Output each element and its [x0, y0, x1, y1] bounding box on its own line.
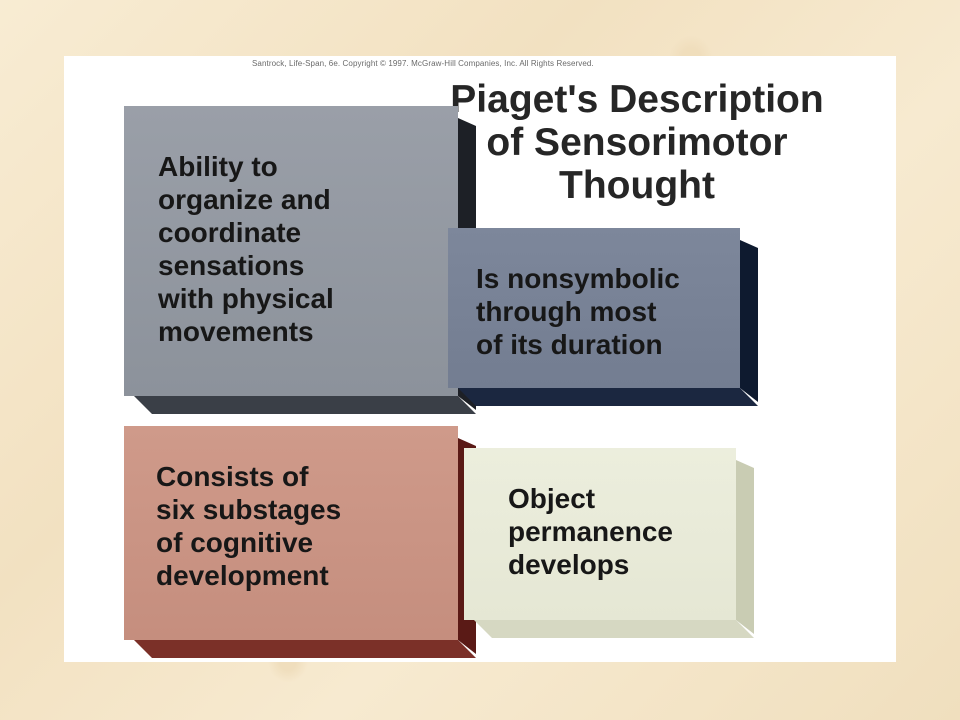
box-text: Consists of six substages of cognitive d… — [156, 460, 341, 592]
box-six-substages: Consists of six substages of cognitive d… — [124, 426, 458, 640]
box-text: Is nonsymbolic through most of its durat… — [476, 262, 680, 361]
box-nonsymbolic: Is nonsymbolic through most of its durat… — [448, 228, 740, 388]
box-bottom-shading — [474, 620, 754, 638]
title-line: Thought — [559, 164, 715, 207]
slide-title: Piaget's Description of Sensorimotor Tho… — [422, 78, 852, 207]
box-text-line: Consists of — [156, 461, 309, 492]
box-face — [448, 228, 740, 388]
box-face — [124, 426, 458, 640]
box-text-line: of its duration — [476, 329, 663, 360]
box-bottom-shading — [458, 388, 758, 406]
box-organize-sensations: Ability to organize and coordinate sensa… — [124, 106, 458, 396]
box-text-line: permanence — [508, 516, 673, 547]
box-bottom-shading — [134, 640, 476, 658]
box-text-line: coordinate — [158, 217, 302, 248]
box-text-line: organize and — [158, 184, 331, 215]
title-line: of Sensorimotor — [486, 121, 788, 164]
box-text-line: six substages — [156, 494, 342, 525]
box-object-permanence: Object permanence develops — [464, 448, 736, 620]
slide-panel: Santrock, Life-Span, 6e. Copyright © 199… — [64, 56, 896, 662]
box-text-line: development — [156, 560, 329, 591]
box-text-line: sensations — [158, 250, 305, 281]
title-line: Piaget's Description — [450, 78, 824, 121]
box-text: Ability to organize and coordinate sensa… — [158, 150, 334, 348]
box-text-line: Ability to — [158, 151, 278, 182]
box-text: Object permanence develops — [508, 482, 673, 581]
box-face — [124, 106, 458, 396]
box-text-line: of cognitive — [156, 527, 314, 558]
box-text-line: with physical — [158, 283, 334, 314]
copyright-notice: Santrock, Life-Span, 6e. Copyright © 199… — [252, 59, 594, 68]
box-text-line: Is nonsymbolic — [476, 263, 680, 294]
box-bottom-shading — [134, 396, 476, 414]
box-text-line: through most — [476, 296, 657, 327]
box-text-line: develops — [508, 549, 630, 580]
box-face — [464, 448, 736, 620]
box-text-line: Object — [508, 483, 596, 514]
box-side-shading — [736, 460, 754, 634]
box-side-shading — [740, 240, 758, 402]
box-text-line: movements — [158, 316, 314, 347]
